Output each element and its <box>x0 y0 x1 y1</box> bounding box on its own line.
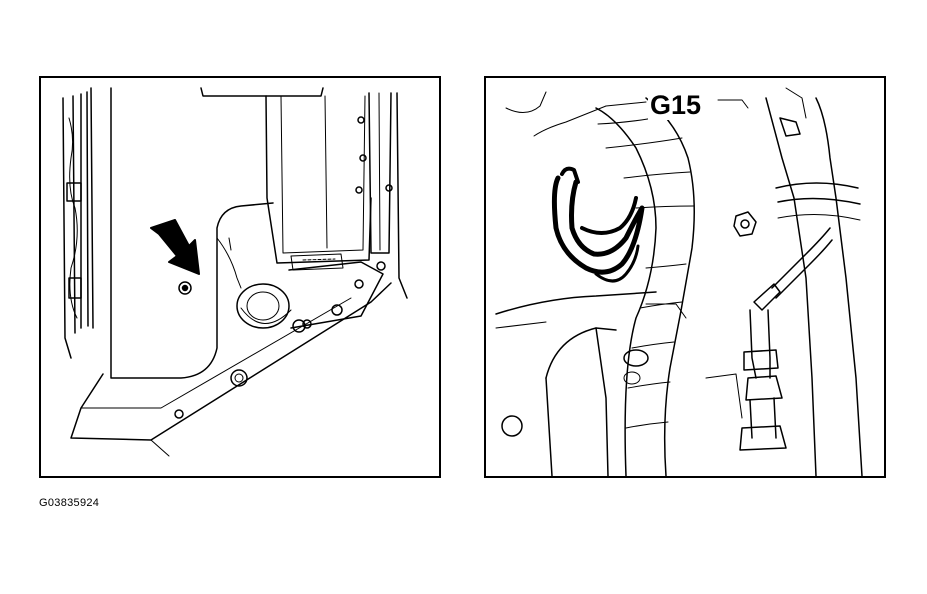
lower-pan-corner <box>150 439 170 457</box>
frame-bracket-upper <box>66 182 82 202</box>
bracket-hole <box>385 184 393 192</box>
ground-connector <box>551 166 645 283</box>
ground-g15-label: G15 <box>648 90 704 120</box>
bracket-hole <box>355 186 363 194</box>
flange-tab-detail <box>302 258 336 261</box>
thin-tube <box>771 227 831 289</box>
flange-bolt <box>354 279 364 289</box>
housing-seam <box>324 95 328 249</box>
right-bracket-center <box>378 92 381 251</box>
thin-tube <box>775 239 833 299</box>
housing-panel <box>265 95 372 264</box>
lower-pan-outline <box>70 282 392 441</box>
harness-wrap-band <box>639 301 683 309</box>
pipe-fitting <box>779 117 801 137</box>
harness-wrap-left <box>595 107 657 476</box>
tube-connector <box>743 349 779 371</box>
left-illustration-panel <box>39 76 441 478</box>
pipe-clamp <box>777 197 861 205</box>
housing-mark <box>228 237 232 251</box>
circular-opening <box>236 283 290 329</box>
ground-bolt <box>178 281 192 295</box>
tube-lower <box>767 309 771 379</box>
harness-wrap-band <box>625 421 669 429</box>
right-illustration-panel: G15 <box>484 76 886 478</box>
left-illustration <box>62 87 408 457</box>
bracket-hole <box>357 116 365 124</box>
pipe-fitting-line <box>785 87 807 119</box>
bracket-opening <box>623 349 649 367</box>
right-illustration <box>495 87 863 476</box>
housing-outline <box>110 87 274 379</box>
pipe-clamp <box>775 182 859 189</box>
background-line <box>533 105 607 137</box>
flange-bolt <box>302 319 312 329</box>
lower-bracket <box>545 327 617 379</box>
bracket-opening <box>623 371 641 385</box>
tube-connector <box>745 375 783 401</box>
background-panel-edge <box>495 321 547 329</box>
tube-fitting <box>753 283 781 311</box>
lower-bolt-inner <box>234 373 244 383</box>
frame-rail-detail <box>68 117 78 319</box>
callout-leader <box>605 101 647 107</box>
background-hole <box>501 415 523 437</box>
harness-wrap-band <box>623 171 691 179</box>
harness-wrap-band <box>631 341 675 349</box>
harness-wrap-band <box>627 381 671 389</box>
harness-wrap-right <box>645 97 695 476</box>
harness-wrap-band <box>645 263 687 269</box>
lower-bolt <box>292 319 306 333</box>
flange-bolt <box>376 261 386 271</box>
tube-lower <box>749 397 777 439</box>
location-arrow-icon <box>150 219 200 275</box>
housing-top-lip <box>200 87 324 97</box>
figure-code: G03835924 <box>39 497 100 509</box>
right-edge-rail <box>396 92 408 299</box>
mounting-bolt <box>733 211 757 237</box>
callout-leader <box>717 99 749 109</box>
frame-rail-outer <box>62 97 72 359</box>
harness-wrap-band <box>635 205 695 209</box>
pipe-clamp <box>777 213 861 221</box>
pipe-left-edge <box>765 97 817 476</box>
lower-bracket <box>595 327 609 476</box>
ground-bolt-center <box>181 284 189 292</box>
background-panel-edge <box>495 291 657 315</box>
bracket-hole <box>359 154 367 162</box>
pipe-right-edge <box>815 97 863 476</box>
background-line <box>505 91 547 113</box>
lower-pan-ridge <box>80 297 352 409</box>
flange-bolt <box>331 304 343 316</box>
background-line <box>705 373 743 419</box>
background-line <box>645 303 687 319</box>
lower-bracket <box>545 377 553 476</box>
opening-rim <box>240 307 292 324</box>
cover-curve <box>216 237 242 289</box>
frame-rail-inner <box>72 95 76 334</box>
lower-stud <box>174 409 184 419</box>
tube-lower <box>749 309 757 379</box>
harness-wrap-band <box>605 137 683 149</box>
frame-bracket-lower <box>68 277 82 299</box>
flange-plate <box>288 261 384 329</box>
lower-bolt <box>230 369 248 387</box>
tube-connector <box>739 425 787 451</box>
flange-tab <box>290 253 344 271</box>
right-bracket <box>368 92 392 254</box>
frame-rail-edge <box>80 91 89 329</box>
circular-opening-inner <box>246 291 280 321</box>
frame-rail-line <box>90 87 94 329</box>
mounting-bolt-center <box>740 219 750 229</box>
housing-panel-inner <box>280 95 366 254</box>
